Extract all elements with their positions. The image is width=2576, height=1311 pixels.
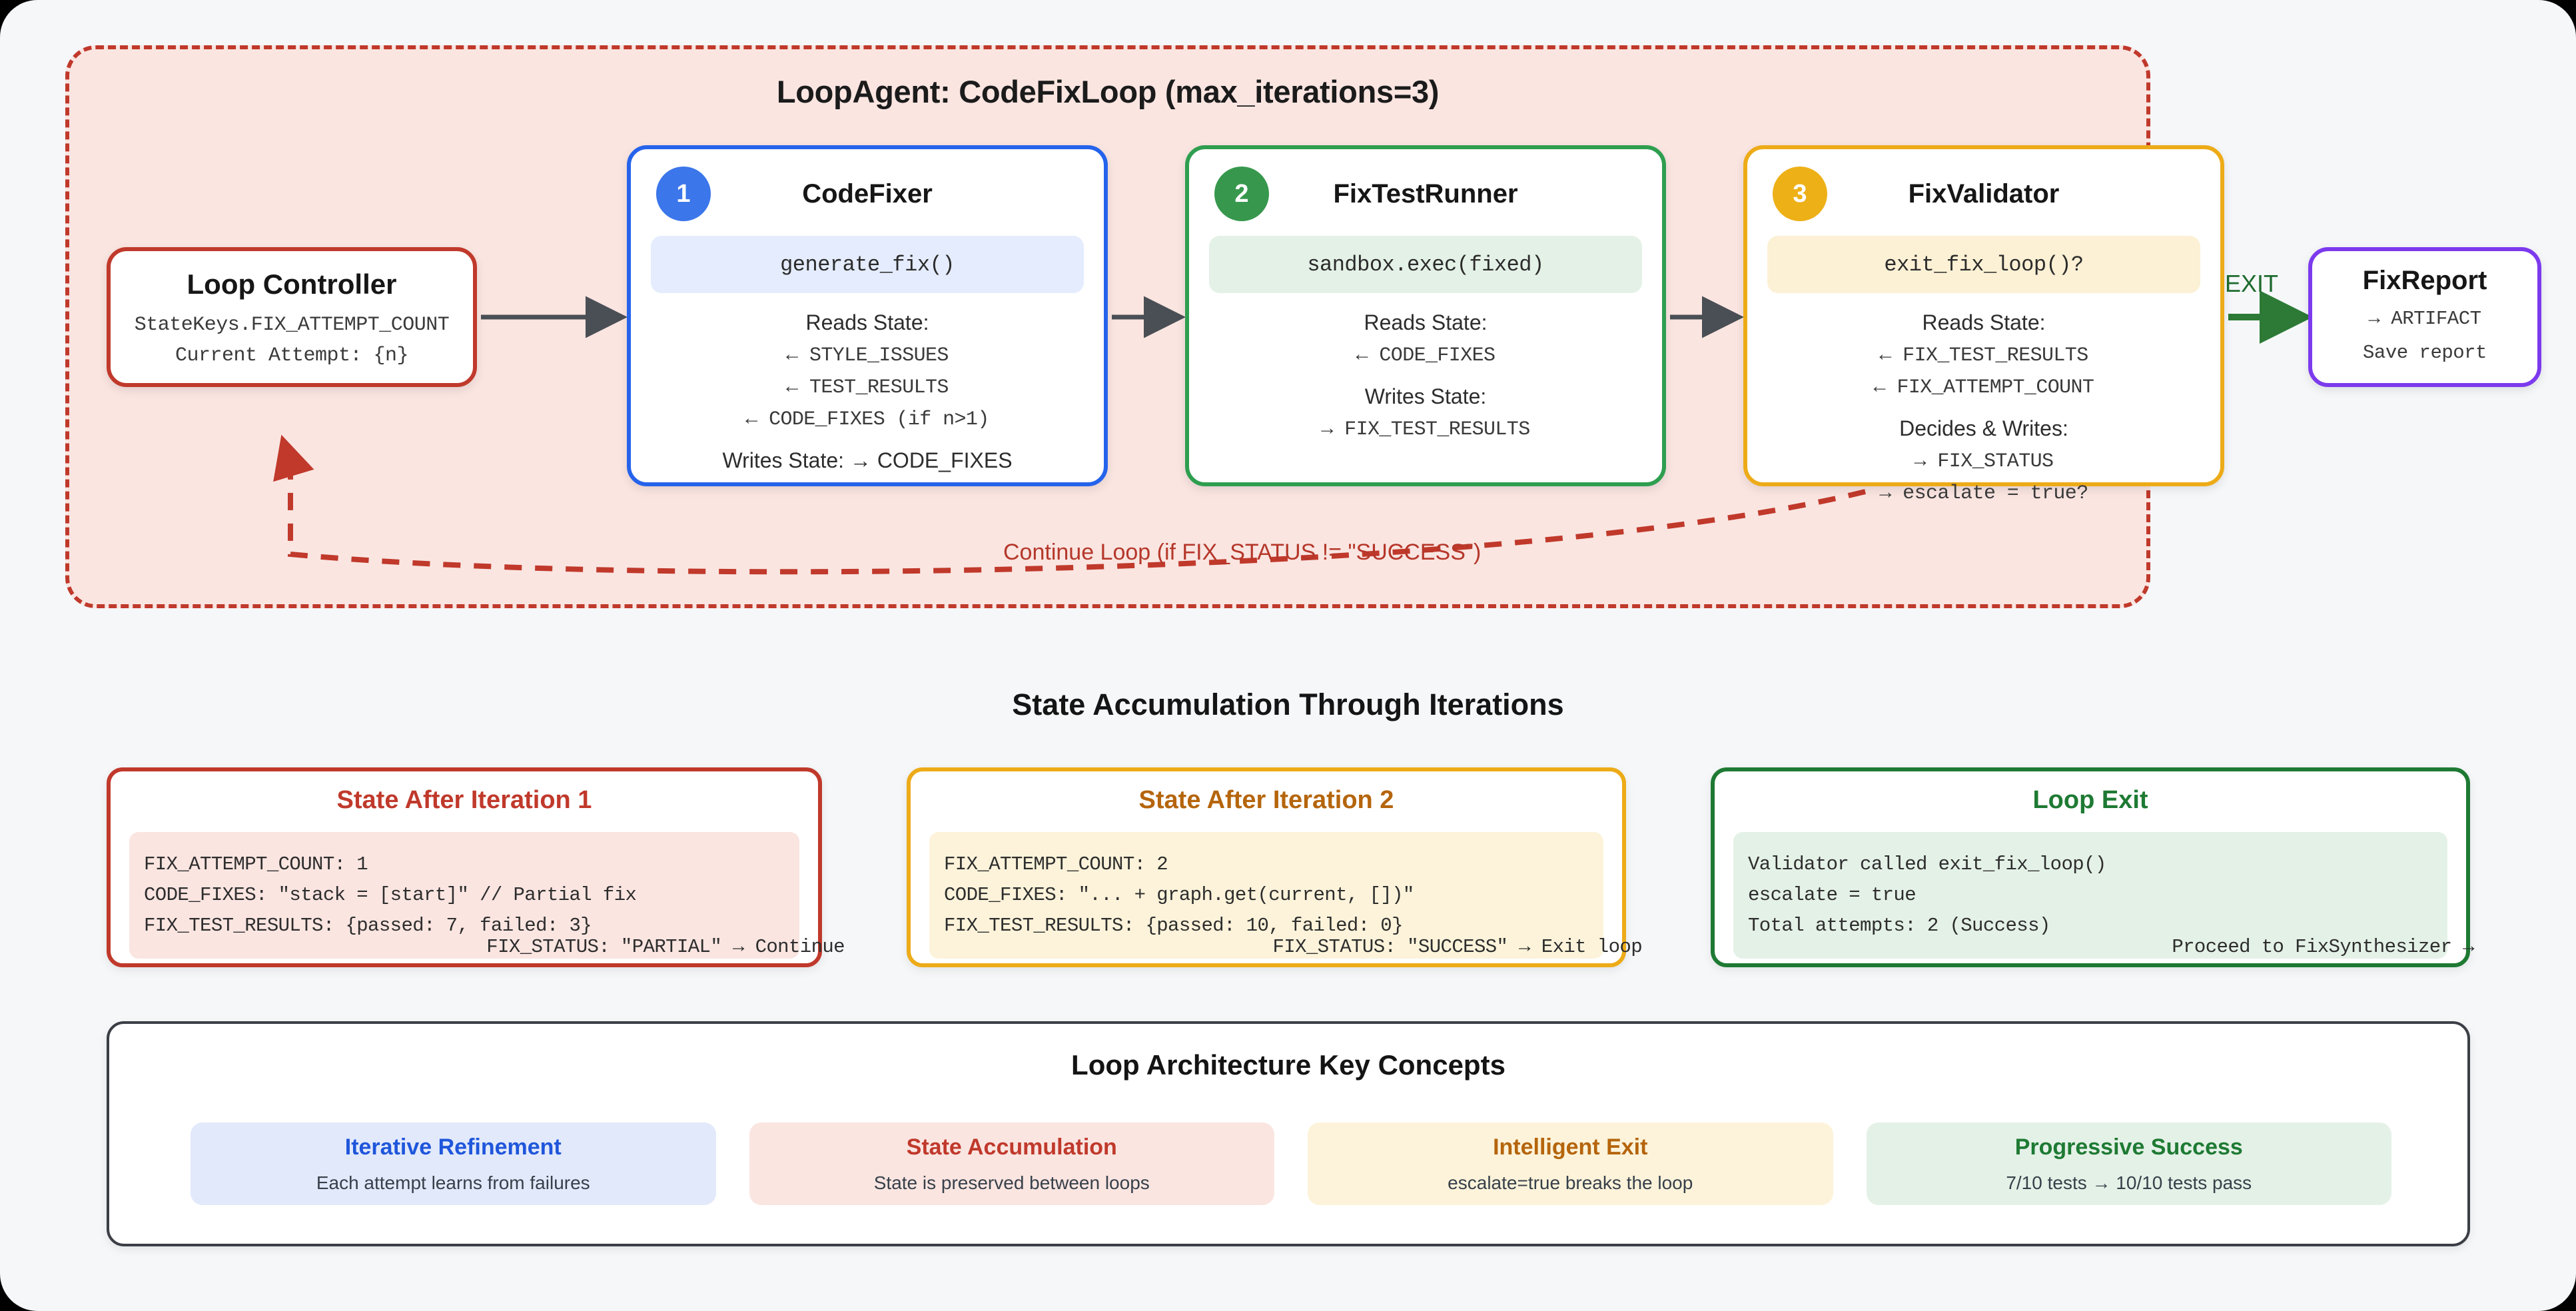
state-line: CODE_FIXES: "... + graph.get(current, []… [944,884,1414,906]
state-line: FIX_ATTEMPT_COUNT: 2 [944,853,1168,875]
reads-state-item: ← FIX_ATTEMPT_COUNT [1873,376,2094,399]
agent-code-chip: sandbox.exec(fixed) [1209,236,1642,293]
reads-state-item: ← CODE_FIXES [1356,344,1496,367]
key-concept-title: Progressive Success [2014,1134,2243,1160]
key-concept-subtitle: Each attempt learns from failures [316,1172,590,1193]
key-concept-subtitle: State is preserved between loops [873,1172,1150,1193]
agent-header: 1 CodeFixer [651,167,1084,222]
state-line: FIX_TEST_RESULTS: {passed: 10, failed: 0… [944,915,1404,937]
state-card-body: FIX_ATTEMPT_COUNT: 1 CODE_FIXES: "stack … [129,832,799,959]
step-badge-2: 2 [1214,167,1269,221]
agent-code-chip: generate_fix() [651,236,1084,293]
agent-title-fixtestrunner: FixTestRunner [1333,179,1518,209]
key-concept-card-iterative-refinement[interactable]: Iterative Refinement Each attempt learns… [191,1122,716,1205]
agent-header: 3 FixValidator [1767,167,2200,222]
loop-controller-statekey: StateKeys.FIX_ATTEMPT_COUNT [134,314,450,336]
state-card-title: State After Iteration 2 [1138,786,1394,814]
agent-title-codefixer: CodeFixer [802,179,933,209]
key-concept-card-intelligent-exit[interactable]: Intelligent Exit escalate=true breaks th… [1308,1122,1833,1205]
reads-state-item: ← STYLE_ISSUES [786,344,949,367]
agent-header: 2 FixTestRunner [1209,167,1642,222]
agent-code-chip: exit_fix_loop()? [1767,236,2200,293]
reads-state-label: Reads State: [1364,310,1488,334]
key-concept-card-state-accumulation[interactable]: State Accumulation State is preserved be… [749,1122,1274,1205]
state-card-footer: FIX_STATUS: "PARTIAL" → Continue [486,936,845,958]
fix-report-node[interactable]: FixReport → ARTIFACT Save report [2308,247,2541,387]
state-card-footer: FIX_STATUS: "SUCCESS" → Exit loop [1272,936,1643,958]
agent-title-fixvalidator: FixValidator [1908,179,2060,209]
fix-report-save: Save report [2363,342,2487,364]
state-accumulation-heading: State Accumulation Through Iterations [1012,687,1564,721]
loop-controller-title: Loop Controller [187,268,397,300]
writes-state-item: → FIX_TEST_RESULTS [1321,418,1530,441]
step-badge-1: 1 [656,167,711,221]
exit-edge-label: EXIT [2225,270,2279,297]
state-card-footer: Proceed to FixSynthesizer → [2172,936,2474,958]
key-concept-title: Iterative Refinement [344,1134,562,1160]
key-concept-card-progressive-success[interactable]: Progressive Success 7/10 tests → 10/10 t… [1866,1122,2391,1205]
reads-state-label: Reads State: [805,310,929,334]
reads-state-item: ← TEST_RESULTS [786,376,949,399]
key-concept-subtitle: escalate=true breaks the loop [1448,1172,1693,1193]
writes-state-inline: Writes State: → CODE_FIXES [722,448,1013,472]
key-concept-title: State Accumulation [906,1134,1117,1160]
key-concept-title: Intelligent Exit [1493,1134,1648,1160]
state-card-body: Validator called exit_fix_loop() escalat… [1733,832,2447,959]
reads-state-item: ← FIX_TEST_RESULTS [1879,344,2088,367]
continue-loop-edge-label: Continue Loop (if FIX_STATUS != "SUCCESS… [1003,540,1482,565]
state-line: Validator called exit_fix_loop() [1748,853,2106,875]
reads-state-label: Reads State: [1922,310,2046,334]
agent-node-fixvalidator[interactable]: 3 FixValidator exit_fix_loop()? Reads St… [1743,145,2224,505]
state-line: escalate = true [1748,884,1917,906]
key-concepts-row: Iterative Refinement Each attempt learns… [191,1122,2391,1205]
state-card-title: Loop Exit [2032,786,2148,814]
writes-state-label: Writes State: [1364,384,1487,408]
state-line: FIX_ATTEMPT_COUNT: 1 [144,853,368,875]
state-card-iteration-1[interactable]: State After Iteration 1 FIX_ATTEMPT_COUN… [107,767,845,967]
writes-state-item: → FIX_STATUS [1914,450,2054,473]
fix-report-title: FixReport [2362,266,2487,295]
decides-writes-label: Decides & Writes: [1899,416,2068,440]
fix-report-artifact: → ARTIFACT [2368,308,2481,330]
agent-node-codefixer[interactable]: 1 CodeFixer generate_fix() Reads State: … [627,145,1108,486]
key-concepts-panel: Loop Architecture Key Concepts Iterative… [107,1021,2470,1246]
state-line: CODE_FIXES: "stack = [start]" // Partial… [144,884,637,906]
loop-controller-attempt: Current Attempt: {n} [175,344,409,367]
step-badge-3: 3 [1773,167,1827,221]
state-card-body: FIX_ATTEMPT_COUNT: 2 CODE_FIXES: "... + … [929,832,1603,959]
state-line: FIX_TEST_RESULTS: {passed: 7, failed: 3} [144,915,592,937]
state-line: Total attempts: 2 (Success) [1748,915,2050,937]
state-card-iteration-2[interactable]: State After Iteration 2 FIX_ATTEMPT_COUN… [907,767,1643,967]
loop-agent-title: LoopAgent: CodeFixLoop (max_iterations=3… [776,74,1440,109]
state-card-title: State After Iteration 1 [336,786,592,814]
key-concept-subtitle: 7/10 tests → 10/10 tests pass [2006,1172,2252,1193]
reads-state-item: ← CODE_FIXES (if n>1) [745,408,989,431]
state-card-loop-exit[interactable]: Loop Exit Validator called exit_fix_loop… [1711,767,2475,967]
key-concepts-heading: Loop Architecture Key Concepts [1071,1049,1505,1081]
agent-node-fixtestrunner[interactable]: 2 FixTestRunner sandbox.exec(fixed) Read… [1185,145,1666,486]
escalate-flag-text: → escalate = true? [1879,482,2088,505]
loop-controller-node[interactable]: Loop Controller StateKeys.FIX_ATTEMPT_CO… [107,247,477,387]
